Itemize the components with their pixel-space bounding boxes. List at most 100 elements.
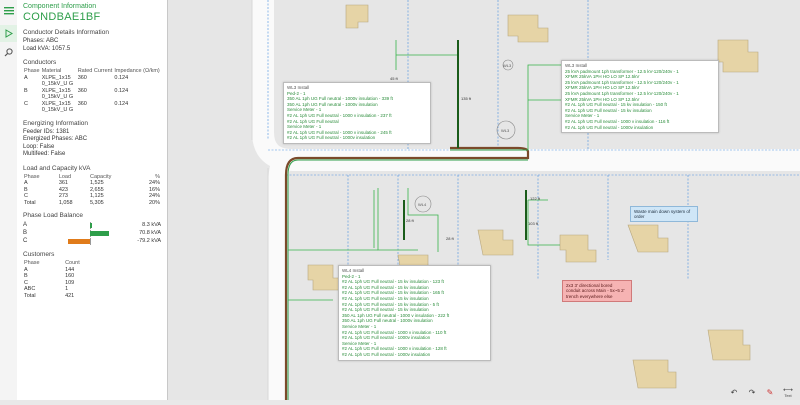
phase-balance-title: Phase Load Balance	[23, 212, 83, 219]
balance-row: A 8.3 kVA	[23, 221, 161, 229]
conductors-table: Phase Material Rated Current Impedance (…	[23, 68, 161, 114]
redo-icon[interactable]: ↷	[748, 387, 756, 397]
conductor-segments[interactable]	[403, 40, 527, 240]
text-tool-label: Text	[784, 392, 792, 398]
col-header: Capacity	[89, 173, 112, 180]
callout-line: #2 AL 1ph UG Full neutral - 1000v insula…	[342, 335, 431, 341]
load-capacity-table: Phase Load Capacity % A 361 1,525 24% B …	[23, 174, 161, 207]
callout-line: 25 kVA padmount 1ph transformer - 12.5 k…	[565, 90, 679, 96]
cell-impedance: 0.124	[114, 87, 129, 94]
list-icon-svg	[3, 6, 14, 14]
cell-load: 1,058	[58, 199, 73, 206]
callout-wl3-north[interactable]: WL3 Install Ped-2 - 1 350 AL 1ph UG Full…	[283, 82, 431, 144]
balance-phase: B	[23, 230, 28, 236]
callout-wl4[interactable]: WL4 Install Ped-2 - 1 #2 AL 1ph UG Full …	[338, 265, 491, 361]
callout-title: WL4 Install	[342, 268, 365, 273]
cell-capacity: 2,655	[89, 186, 104, 193]
col-header: Impedance (Ω/km)	[114, 68, 160, 74]
cell-load: 361	[58, 180, 68, 186]
cell-load: 273	[58, 193, 68, 199]
pole-label: WL3	[501, 128, 510, 133]
cell-capacity: 1,525	[89, 180, 104, 186]
energizing-title: Energizing Information	[23, 119, 89, 127]
balance-track	[43, 229, 113, 237]
balance-bar	[90, 222, 93, 228]
callout-line: Service Meter - 1	[342, 323, 377, 329]
feeder-conductor-green[interactable]	[287, 149, 528, 400]
col-header: Phase	[24, 173, 40, 180]
text-tool-button[interactable]: ⟷ Text	[782, 386, 794, 398]
component-info-panel: Component Information CONDBAE1BF Conduct…	[17, 0, 168, 400]
table-row: A XLPE_1x15 0_15kV_U G 360 0.124	[23, 75, 161, 88]
cell-phase: B	[24, 186, 28, 193]
map-canvas[interactable]: WL4 WL3 WL3 135 ft 45 ft 28 ft 103 ft 12…	[168, 0, 800, 400]
callout-line: #2 AL 1ph UG Full neutral - 1000 v insul…	[342, 329, 447, 335]
callout-line: #2 AL 1ph UG Full neutral - 1000v insula…	[342, 351, 431, 357]
callout-line: Ped-2 - 1	[287, 90, 306, 96]
cell-phase: C	[24, 193, 28, 199]
component-id: CONDBAE1BF	[23, 11, 101, 23]
cell-phase: ABC	[24, 286, 36, 292]
select-arrow-icon[interactable]	[0, 25, 17, 42]
phase-balance-section: Phase Load Balance A 8.3 kVA B 70.8 kVA …	[17, 212, 167, 245]
cell-phase: A	[24, 74, 28, 81]
energizing-section: Energizing Information Feeder IDs: 1381 …	[17, 120, 167, 159]
cell-count: 144	[65, 266, 75, 273]
feeder-conductor[interactable]	[284, 146, 530, 400]
search-icon[interactable]	[0, 44, 17, 61]
callout-line: 25 kVA padmount 1ph transformer - 12.5 k…	[565, 68, 679, 74]
callout-line: #2 AL 1ph UG Full neutral - 15 kv insula…	[342, 290, 444, 296]
callout-line: XFMR 25kVA 1PH HO LO SP 12.5kV	[565, 74, 640, 80]
balance-value: 8.3 kVA	[142, 222, 161, 228]
callout-line: #2 AL 1ph UG Full neutral - 1000 v insul…	[287, 129, 392, 135]
load-capacity-title: Load and Capacity kVA	[23, 164, 91, 172]
pencil-icon[interactable]: ✎	[766, 387, 774, 397]
table-row: Total 1,058 5,305 20%	[23, 200, 161, 207]
cell-current: 360	[77, 100, 87, 107]
list-icon[interactable]	[0, 2, 17, 19]
cell-current: 360	[77, 74, 87, 81]
cell-percent: 16%	[148, 186, 160, 193]
equipment-markers[interactable]	[414, 59, 516, 213]
balance-phase: C	[23, 238, 28, 244]
balance-value: 70.8 kVA	[139, 230, 161, 236]
cell-percent: 24%	[148, 180, 160, 186]
balance-track	[43, 221, 113, 229]
callout-line: #2 AL 1ph UG Full neutral	[287, 118, 339, 124]
cell-phase: C	[24, 279, 28, 286]
callout-wl3-east[interactable]: WL3 Install 25 kVA padmount 1ph transfor…	[561, 60, 719, 134]
cell-capacity: 1,125	[89, 193, 104, 199]
customers-title: Customers	[23, 251, 55, 258]
pole-label: WL4	[418, 202, 427, 207]
callout-title: WL3 Install	[565, 63, 588, 68]
col-header: Rated Current	[77, 68, 113, 74]
feeder-ids: Feeder IDs: 1381	[23, 128, 70, 135]
span-label: 45 ft	[390, 76, 399, 81]
undo-icon[interactable]: ↶	[730, 387, 738, 397]
bottom-toolbar: ↶ ↷ ✎ ⟷ Text	[728, 386, 794, 398]
magnifier-icon	[4, 48, 13, 57]
balance-row: B 70.8 kVA	[23, 229, 161, 237]
callout-line: #2 AL 1ph UG Full neutral - 15 kv insula…	[565, 107, 652, 113]
callout-line: 350 AL 1ph UG Full neutral - 1000 v insu…	[342, 312, 450, 318]
callout-line: #2 AL 1ph UG Full neutral - 1000v insula…	[565, 124, 654, 130]
cell-phase: C	[24, 100, 28, 107]
energized-phases: Energized Phases: ABC	[23, 136, 88, 142]
cell-phase: Total	[24, 199, 36, 206]
balance-track	[43, 237, 113, 245]
conductor-details-title: Conductor Details Information	[23, 29, 109, 36]
loop-flag: Loop: False	[23, 143, 55, 150]
col-header: Phase	[24, 68, 40, 74]
col-header: %	[155, 173, 160, 180]
note-blue[interactable]: Waste main down system of order	[630, 206, 698, 222]
callout-line: XFMR 25kVA 1PH HO LO SP 12.5kV	[565, 85, 640, 91]
callout-line: 350 AL 1ph UG Full neutral - 1000v insul…	[342, 318, 433, 324]
balance-phase: A	[23, 222, 28, 228]
play-arrow-icon	[5, 29, 13, 38]
load-capacity-section: Load and Capacity kVA Phase Load Capacit…	[17, 165, 167, 207]
note-red[interactable]: 2x3 3' directional bored conduit across …	[562, 280, 632, 303]
